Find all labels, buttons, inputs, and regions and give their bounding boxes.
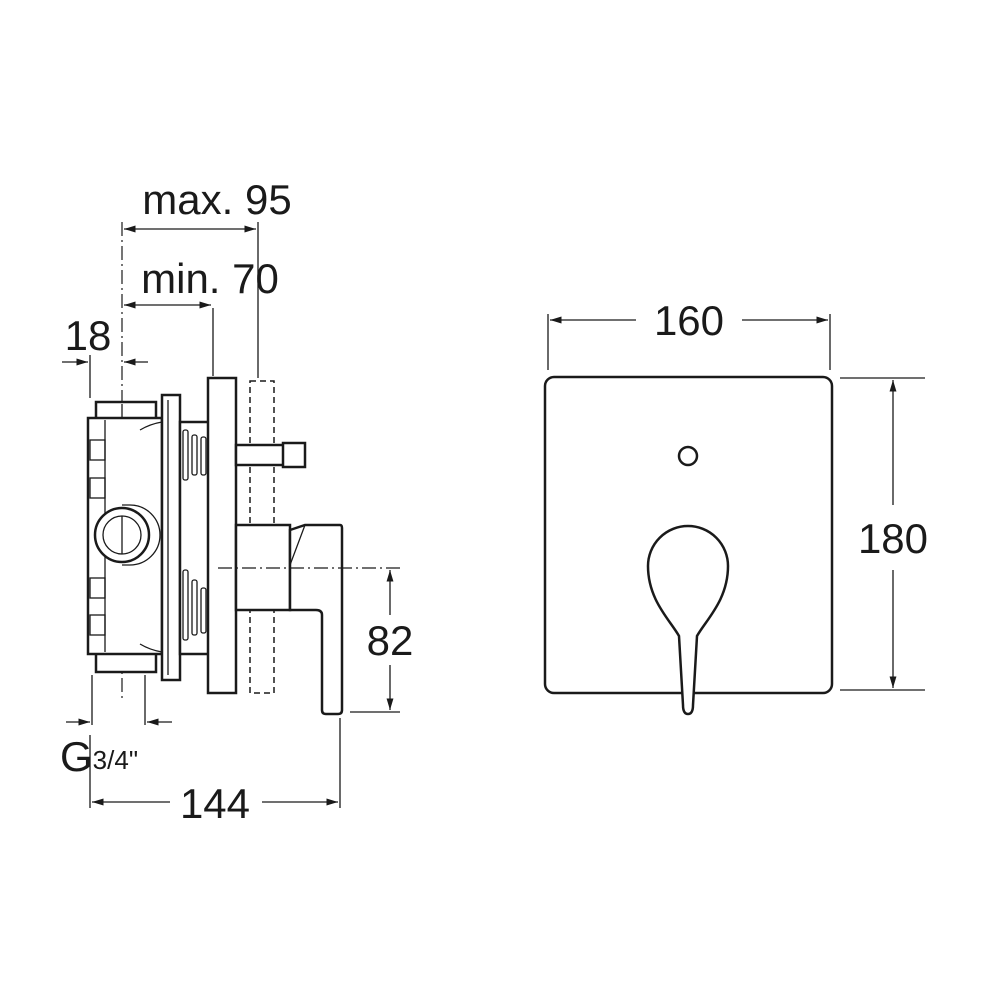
dim-82-label: 82 [367, 617, 414, 664]
mounting-box [86, 393, 212, 682]
cover-plate-side [206, 376, 238, 695]
front-view: 160 180 [543, 297, 928, 716]
dim-18-label: 18 [65, 312, 112, 359]
lever-handle-front [646, 524, 730, 716]
lever-handle-side [234, 523, 344, 716]
dim-min-label: min. 70 [141, 255, 279, 302]
dim-max-label: max. 95 [142, 176, 291, 223]
dim-thread-label: G3/4" [60, 733, 138, 780]
spindle [234, 441, 307, 469]
dim-180-label: 180 [858, 515, 928, 562]
spindle-hole [677, 445, 699, 467]
dim-144-label: 144 [180, 780, 250, 827]
side-view: max. 95 min. 70 18 [60, 176, 413, 827]
dim-160-label: 160 [654, 297, 724, 344]
